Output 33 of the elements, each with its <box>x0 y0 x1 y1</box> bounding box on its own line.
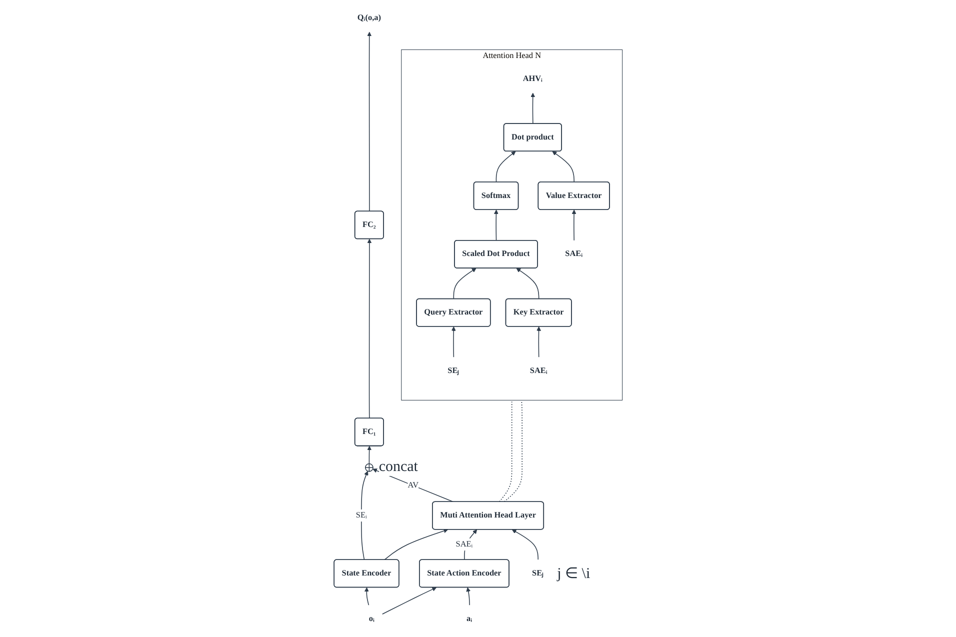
arrow <box>494 210 498 241</box>
arrow <box>536 326 541 358</box>
arrow <box>366 32 372 212</box>
arrow <box>453 268 476 300</box>
arrow <box>372 468 454 502</box>
node-text: SEⱼ <box>447 366 460 376</box>
arrow <box>360 470 368 560</box>
node-text: SAEᵢ <box>564 250 582 258</box>
arrow <box>384 528 448 560</box>
connector <box>498 400 512 502</box>
arrow <box>366 238 372 419</box>
node-text: aᵢ <box>466 614 472 624</box>
edge-label: AV <box>408 481 418 490</box>
arrow <box>366 446 372 464</box>
arrow <box>466 587 470 606</box>
arrow <box>516 268 540 300</box>
connector <box>504 400 522 502</box>
arrow <box>464 529 477 560</box>
arrow <box>496 151 516 183</box>
node-text: SAEᵢ <box>530 366 548 376</box>
arrow <box>552 151 574 183</box>
node-text: Qᵢ(o,a) <box>357 13 381 22</box>
edge-label: SEᵢ <box>356 510 367 520</box>
arrow <box>572 210 576 241</box>
arrow <box>382 587 436 615</box>
edge-label: SAEᵢ <box>456 540 472 549</box>
node-text: oᵢ <box>368 614 374 624</box>
arrow <box>451 326 456 358</box>
arrow <box>512 529 538 560</box>
node-text: SEⱼ <box>532 568 544 578</box>
arrow <box>530 92 535 124</box>
arrow <box>364 587 369 606</box>
node-text: AHVᵢ <box>522 74 542 84</box>
